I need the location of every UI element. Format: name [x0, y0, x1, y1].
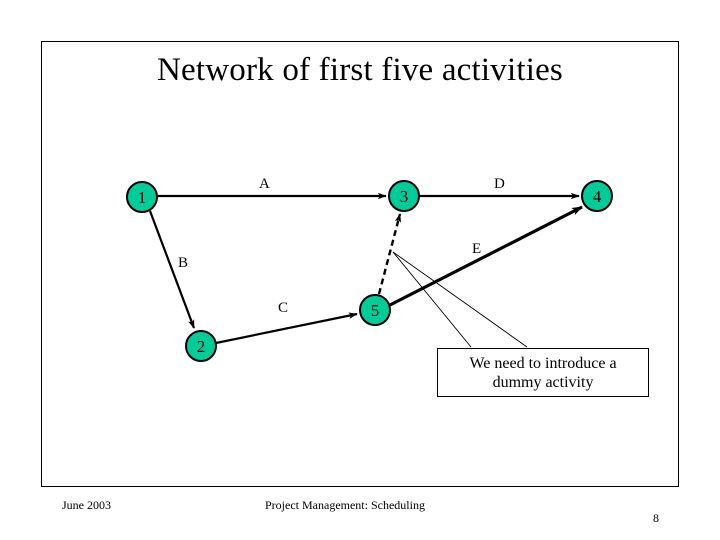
callout-line-2: dummy activity — [492, 373, 594, 391]
edge-activity-b — [148, 210, 196, 329]
node-3[interactable]: 3 — [388, 180, 420, 212]
edge-label-a: A — [259, 176, 270, 192]
node-1-label: 1 — [138, 188, 147, 207]
node-4-label: 4 — [593, 187, 602, 206]
callout-line-1: We need to introduce a — [469, 354, 617, 372]
node-5-label: 5 — [371, 301, 380, 320]
callout-leader-line-right — [392, 251, 528, 348]
callout-text: We need to introduce a dummy activity — [463, 354, 622, 392]
node-4[interactable]: 4 — [581, 180, 613, 212]
node-1[interactable]: 1 — [126, 181, 158, 213]
slide-border-frame — [41, 41, 679, 487]
footer-subject: Project Management: Scheduling — [265, 498, 425, 512]
edge-dummy-dashed — [377, 213, 402, 295]
edge-label-e: E — [472, 241, 482, 257]
edge-label-c: C — [278, 300, 289, 316]
callout-box: We need to introduce a dummy activity — [437, 348, 649, 397]
node-5[interactable]: 5 — [359, 294, 391, 326]
footer-date: June 2003 — [62, 498, 111, 512]
node-2[interactable]: 2 — [185, 330, 217, 362]
callout-leader-line-left — [392, 251, 472, 348]
page-title: Network of first five activities — [157, 52, 563, 88]
node-2-label: 2 — [197, 337, 206, 356]
edge-activity-e — [389, 205, 583, 307]
edge-label-d: D — [494, 176, 505, 192]
edge-label-b: B — [178, 255, 189, 271]
node-3-label: 3 — [400, 187, 409, 206]
edge-activity-c — [215, 312, 358, 345]
page-number: 8 — [653, 511, 659, 525]
